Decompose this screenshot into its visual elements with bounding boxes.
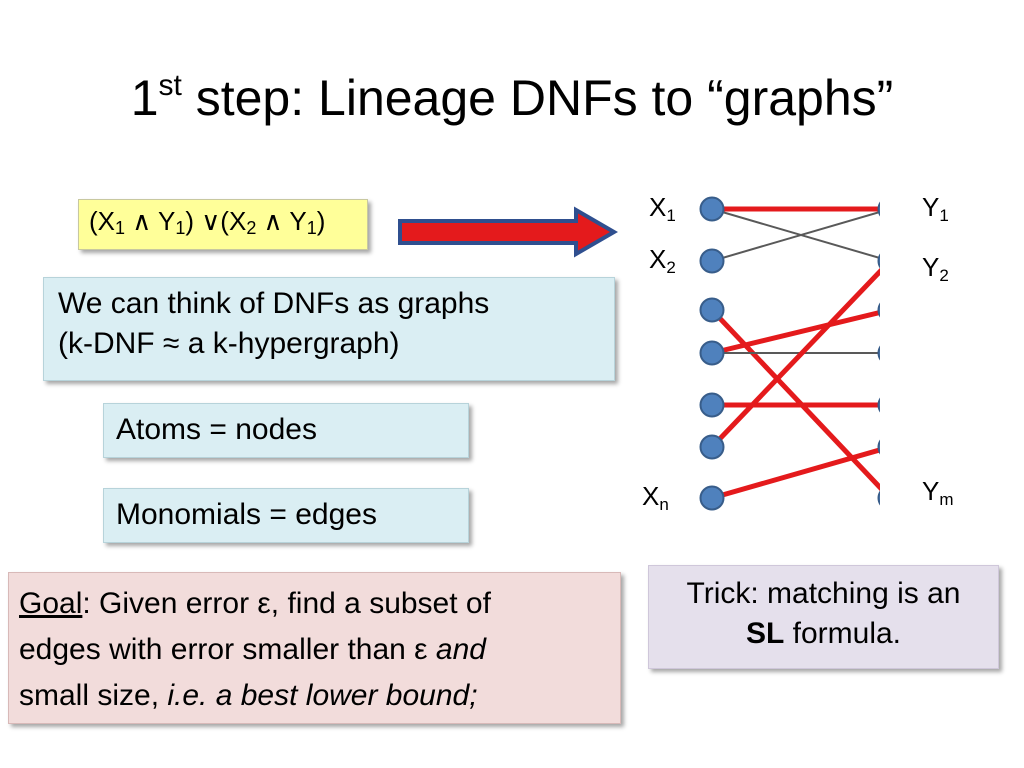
- left-node: [699, 392, 725, 418]
- left-node: [699, 196, 725, 222]
- right-node: [877, 439, 880, 455]
- left-node: [699, 297, 725, 323]
- monomials-note: Monomials = edges: [103, 488, 469, 543]
- x2-label: X2: [649, 244, 676, 277]
- goal-label: Goal: [19, 587, 83, 620]
- dnf-note-line2: (k-DNF ≈ a k-hypergraph): [58, 327, 400, 360]
- left-node: [699, 248, 725, 274]
- ym-label: Ym: [922, 476, 954, 509]
- goal-note: Goal: Given error ε, find a subset of ed…: [8, 572, 621, 724]
- x1-label: X1: [649, 192, 676, 225]
- trick-note: Trick: matching is an SL formula.: [648, 565, 999, 669]
- atoms-note: Atoms = nodes: [103, 403, 469, 458]
- formula-box: (X1 ∧ Y1) ∨(X2 ∧ Y1): [78, 199, 368, 250]
- graph-edge: [711, 210, 880, 262]
- left-node: [699, 434, 725, 460]
- right-node: [877, 253, 880, 269]
- graph-edge: [710, 267, 880, 449]
- y2-label: Y2: [922, 252, 949, 285]
- edges-layer: [710, 206, 880, 501]
- right-node: [877, 345, 880, 361]
- right-node: [877, 490, 880, 506]
- right-node: [877, 302, 880, 318]
- right-node: [877, 397, 880, 413]
- left-node: [699, 485, 725, 511]
- xn-label: Xn: [642, 481, 669, 514]
- dnf-note: We can think of DNFs as graphs (k-DNF ≈ …: [43, 277, 615, 381]
- graph-edge: [711, 447, 880, 501]
- slide-title: 1st step: Lineage DNFs to “graphs”: [130, 69, 894, 126]
- left-node: [699, 340, 725, 366]
- dnf-note-line1: We can think of DNFs as graphs: [58, 287, 490, 320]
- graph-edge: [711, 309, 880, 356]
- y1-label: Y1: [922, 192, 949, 225]
- nodes-layer: [699, 196, 880, 511]
- right-arrow-icon: [398, 206, 618, 258]
- bipartite-graph: [699, 196, 880, 511]
- right-node: [877, 201, 880, 217]
